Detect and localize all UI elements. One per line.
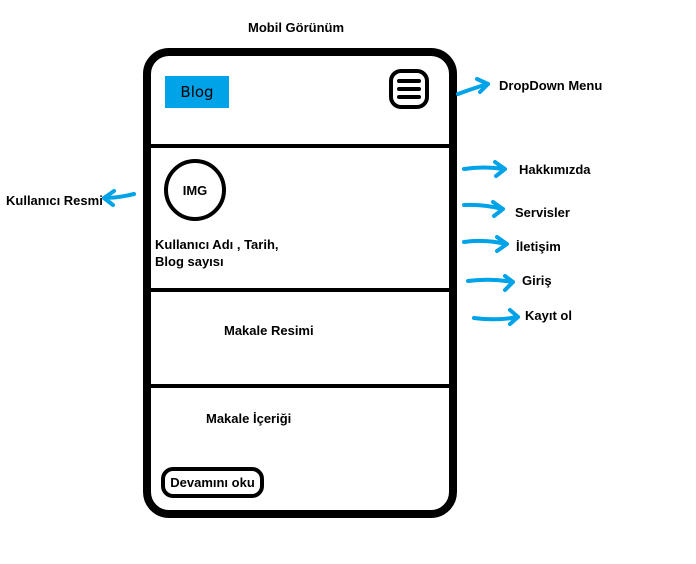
menu-bar <box>397 87 421 91</box>
article-content-placeholder: Makale İçeriği <box>206 411 292 426</box>
profile-divider <box>151 288 449 292</box>
article-image-placeholder: Makale Resimi <box>224 323 314 338</box>
blog-button[interactable]: Blog <box>165 76 229 108</box>
annotation-menu-item: Hakkımızda <box>519 162 591 177</box>
annotation-menu-item: İletişim <box>516 239 561 254</box>
user-avatar: IMG <box>164 159 226 221</box>
header-divider <box>151 144 449 148</box>
annotation-user-image: Kullanıcı Resmi <box>6 193 103 208</box>
annotation-menu-item: Kayıt ol <box>525 308 572 323</box>
menu-bar <box>397 79 421 83</box>
user-info-line: Kullanıcı Adı , Tarih, <box>155 237 279 252</box>
article-divider <box>151 384 449 388</box>
menu-bar <box>397 95 421 99</box>
avatar-label: IMG <box>182 182 208 198</box>
annotation-menu-item: Servisler <box>515 205 570 220</box>
arrow-giris <box>466 274 515 292</box>
hamburger-menu-icon[interactable] <box>389 69 429 109</box>
arrow-servisler <box>462 200 505 218</box>
arrow-hakkimizda <box>462 160 507 178</box>
user-info: Kullanıcı Adı , Tarih, Blog sayısı <box>155 236 305 270</box>
arrow-kayit-ol <box>472 308 520 326</box>
arrow-dropdown-menu <box>456 77 490 96</box>
arrow-user-image <box>102 189 136 207</box>
diagram-title: Mobil Görünüm <box>248 20 345 35</box>
annotation-menu-item: Giriş <box>522 273 552 288</box>
arrow-iletisim <box>462 235 509 253</box>
phone-frame: Blog IMG Kullanıcı Adı , Tarih, Blog say… <box>143 48 457 518</box>
annotation-dropdown-menu: DropDown Menu <box>499 78 603 93</box>
read-more-button[interactable]: Devamını oku <box>161 467 264 498</box>
user-info-line: Blog sayısı <box>155 254 224 269</box>
